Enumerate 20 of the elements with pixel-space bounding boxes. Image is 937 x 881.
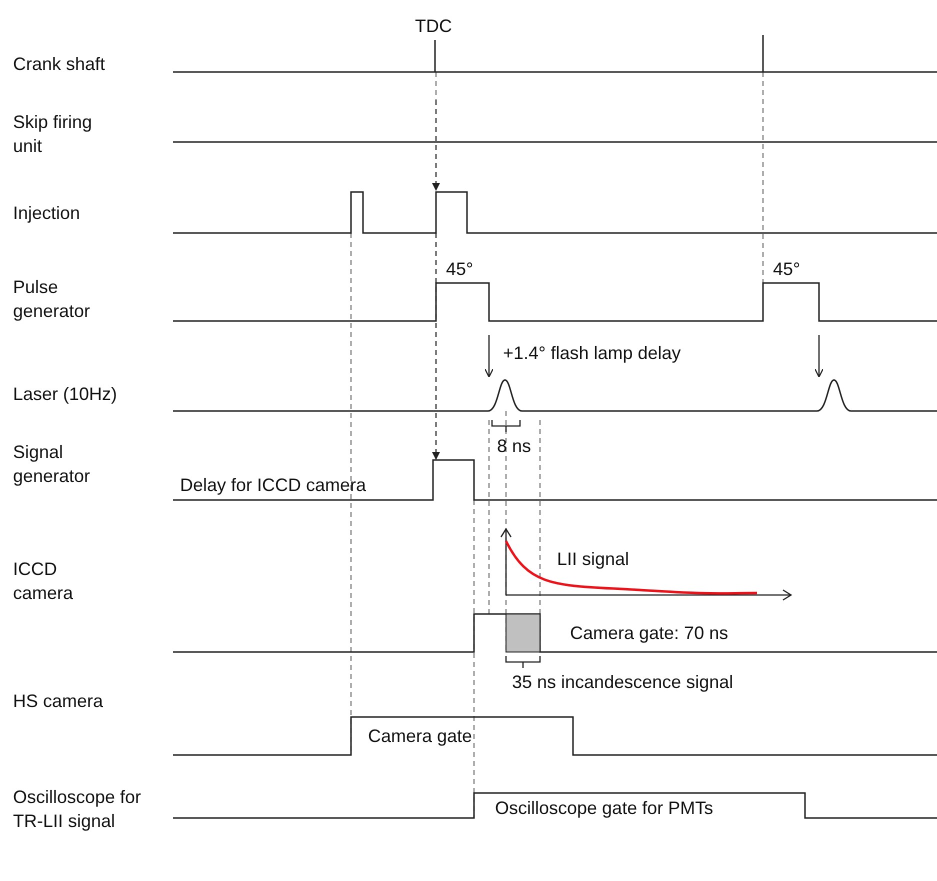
gate-label: Camera gate: 70 ns bbox=[570, 622, 728, 645]
duration-label: 8 ns bbox=[497, 435, 532, 458]
gate-label: Oscilloscope gate for PMTs bbox=[495, 797, 714, 820]
row-label: Crank shaft bbox=[13, 53, 106, 76]
gate-label: Camera gate bbox=[368, 725, 472, 748]
row-label: ICCD camera bbox=[13, 558, 74, 605]
duration-label: 35 ns incandescence signal bbox=[512, 671, 734, 694]
row-label: Oscilloscope for TR-LII signal bbox=[13, 786, 142, 833]
delay-label: +1.4° flash lamp delay bbox=[503, 342, 681, 365]
angle-label: 45° bbox=[446, 258, 474, 281]
delay-label: Delay for ICCD camera bbox=[180, 474, 366, 497]
curve-label: LII signal bbox=[557, 548, 630, 571]
angle-label: 45° bbox=[773, 258, 800, 281]
row-label: Pulse generator bbox=[13, 276, 92, 323]
row-label: HS camera bbox=[13, 690, 104, 713]
row-label: Skip firing unit bbox=[13, 111, 94, 158]
row-label: Injection bbox=[13, 202, 82, 225]
marker-label: TDC bbox=[415, 15, 452, 38]
row-label: Laser (10Hz) bbox=[13, 383, 118, 406]
row-label: Signal generator bbox=[13, 441, 92, 488]
